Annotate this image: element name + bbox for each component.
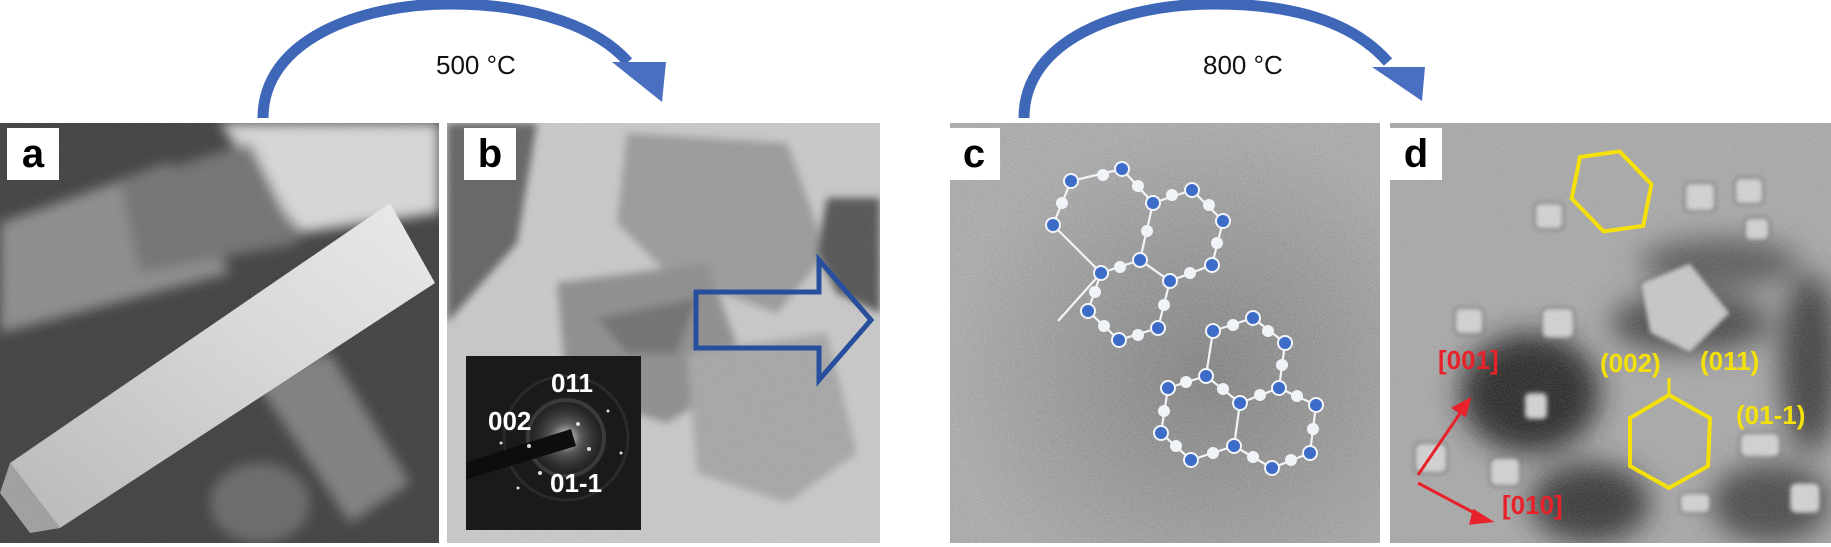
- hrtem-image: [950, 123, 1380, 543]
- panel-d: d [001] [010] (002) (011) (01-1): [1390, 123, 1831, 543]
- transition-label-500c: 500 °C: [436, 50, 516, 80]
- annotation-overlay: [1416, 149, 1713, 525]
- panel-label-a: a: [7, 128, 59, 180]
- direction-label-001: [001]: [1438, 345, 1499, 375]
- direction-arrow-001: [1416, 405, 1467, 476]
- saed-label-011: 011: [551, 368, 593, 398]
- plane-label-002: (002): [1600, 348, 1661, 378]
- direction-label-010: [010]: [1502, 490, 1563, 520]
- diffraction-pattern: [466, 374, 630, 502]
- panel-label-c: c: [950, 128, 1000, 180]
- panel-b: b 011 002 01-1: [447, 123, 880, 543]
- direction-arrow-010: [1417, 481, 1483, 519]
- plane-label-011: (011): [1700, 346, 1760, 376]
- panel-label-d: d: [1390, 128, 1442, 180]
- transition-label-800c: 800 °C: [1203, 50, 1283, 80]
- plane-label-01-1: (01-1): [1736, 400, 1806, 430]
- saed-label-002: 002: [488, 406, 532, 436]
- hexagon-marker-lower: [1628, 392, 1713, 491]
- hexagonal-lattice-overlay: [1045, 161, 1324, 476]
- panel-c: c: [950, 123, 1380, 543]
- saed-label-01-1: 01-1: [550, 468, 603, 498]
- panel-a: a: [0, 123, 439, 543]
- saed-inset: 011 002 01-1: [466, 356, 641, 530]
- sem-image: [0, 123, 439, 543]
- panel-label-b: b: [464, 128, 516, 180]
- hexagon-marker-upper: [1569, 149, 1654, 234]
- tem-nanoparticle-image: [1390, 123, 1831, 543]
